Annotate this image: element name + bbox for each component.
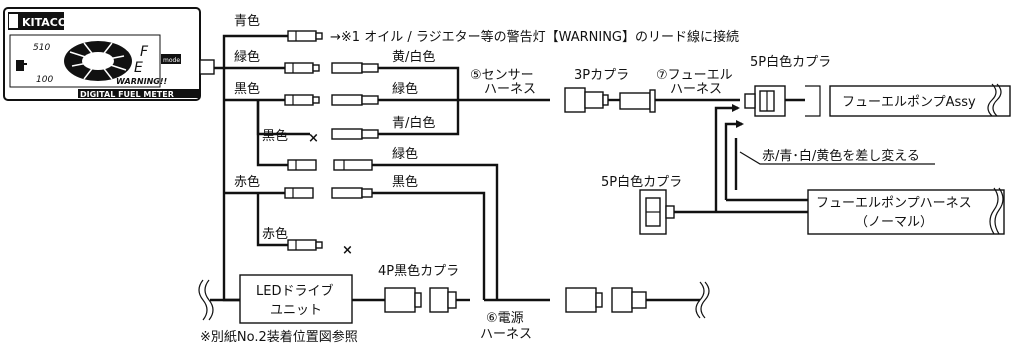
meter-connector (199, 59, 215, 75)
wire-label-blue-white: 青/白色 (392, 115, 435, 131)
brand-plate (8, 12, 64, 30)
fuel-harness-label-2: ハーネス (670, 82, 722, 97)
warning-connect-note: →※1 オイル / ラジエター等の警告灯【WARNING】のリード線に接続 (330, 29, 739, 45)
coupler-4p-label: 4P黒色カプラ (378, 263, 459, 279)
coupler-3p-label: 3Pカプラ (574, 68, 629, 83)
coupler-5p-bottom-label: 5P白色カプラ (601, 174, 682, 190)
pin-green-2 (287, 159, 317, 171)
socket-yellow-white (331, 62, 379, 74)
led-unit-label-1: LEDドライブ (256, 283, 333, 299)
pin-black (284, 94, 320, 106)
warning-text: WARNING!! (116, 77, 167, 86)
wire-label-green: 緑色 (234, 49, 260, 65)
full-letter: F (140, 44, 149, 60)
led-unit-label-2: ユニット (270, 303, 322, 318)
wire-label-red-cut: 赤色 (262, 226, 288, 242)
wire-label-black-2: 黒色 (392, 174, 418, 190)
pin-green (284, 62, 320, 74)
pump-harness-label-1: フューエルポンプハーネス (816, 196, 972, 211)
brand-text: KITACO (22, 16, 67, 29)
sensor-harness-label-1: ⑤センサー (470, 68, 534, 83)
coupler-4p-right (565, 281, 710, 319)
mode-button (161, 54, 181, 64)
reference-note: ※別紙No.2装着位置図参照 (200, 329, 358, 345)
pump-harness-label-2: （ノーマル） (855, 215, 933, 230)
wire-label-green-2: 緑色 (392, 81, 418, 97)
pin-blue (287, 30, 323, 42)
harness-wires (210, 34, 1005, 302)
socket-green (331, 94, 379, 106)
wire-pins (284, 30, 379, 251)
coupler-4p-left (384, 287, 457, 313)
pump-assy-block (805, 83, 1011, 117)
swap-note: 赤/青･白/黄色を差し変える (762, 148, 920, 164)
power-harness-label-1: ⑥電源 (486, 311, 524, 326)
sensor-harness-label-2: ハーネス (484, 82, 536, 97)
socket-black-2 (331, 187, 373, 199)
coupler-5p-bottom (639, 189, 675, 235)
mode-label: mode (163, 57, 180, 64)
cut-mark-icon: × (308, 131, 319, 146)
scale-bottom: 100 (36, 75, 53, 85)
led-drive-unit (198, 274, 353, 324)
power-harness-label-2: ハーネス (480, 327, 532, 342)
socket-blue-white (331, 128, 379, 140)
pin-red-cut (287, 239, 323, 251)
pump-assy-label: フューエルポンプAssy (842, 95, 976, 110)
pin-red (284, 187, 314, 199)
scale-top: 510 (33, 43, 50, 53)
wire-label-yellow-white: 黄/白色 (392, 49, 435, 65)
empty-letter: E (134, 60, 143, 76)
coupler-5p-top (744, 85, 786, 117)
wire-label-blue: 青色 (234, 13, 260, 29)
wire-label-black-cut: 黒色 (262, 128, 288, 144)
fuel-meter-unit: KITACO 510 100 F E WARNING!! mode DIGITA… (3, 7, 215, 101)
cut-mark-2-icon: × (342, 243, 353, 258)
coupler-3p (564, 87, 656, 113)
wire-label-green-3: 緑色 (392, 146, 418, 162)
swap-wiring (674, 104, 935, 214)
wire-label-red: 赤色 (234, 174, 260, 190)
fuel-pump-icon (16, 60, 27, 71)
wire-label-black: 黒色 (234, 81, 260, 97)
socket-green-2 (333, 159, 373, 171)
coupler-5p-top-label: 5P白色カプラ (750, 54, 831, 70)
meter-name: DIGITAL FUEL METER (80, 90, 174, 99)
fuel-harness-label-1: ⑦フューエル (656, 68, 733, 83)
